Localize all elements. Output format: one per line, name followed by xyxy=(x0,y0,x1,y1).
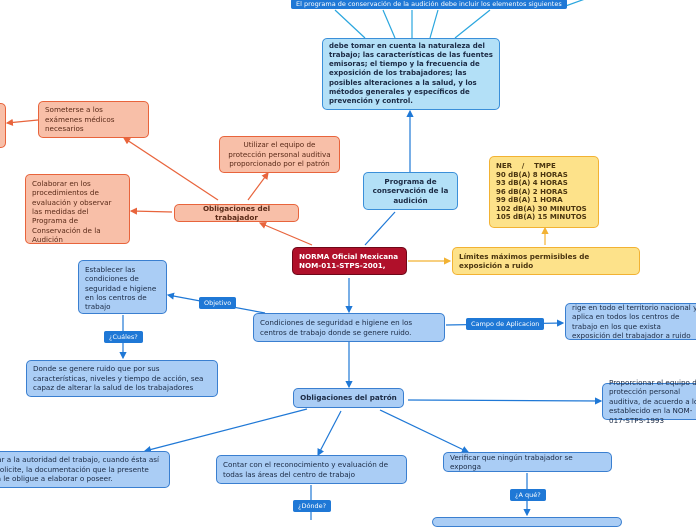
condiciones-node[interactable]: Condiciones de seguridad e higiene en lo… xyxy=(253,313,445,342)
campo-aplicacion-tag[interactable]: Campo de Aplicacion xyxy=(466,318,545,330)
colaborar-node[interactable]: Colaborar en los procedimientos de evalu… xyxy=(25,174,130,244)
offscreen-bottom-node[interactable] xyxy=(432,517,622,527)
limites-node[interactable]: Límites máximos permisibles de exposició… xyxy=(452,247,640,275)
obligaciones-patron-node[interactable]: Obligaciones del patrón xyxy=(293,388,404,408)
cuales-tag[interactable]: ¿Cuáles? xyxy=(104,331,143,343)
rige-node[interactable]: rige en todo el territorio nacional y ap… xyxy=(565,303,696,340)
contar-node[interactable]: Contar con el reconocimiento y evaluació… xyxy=(216,455,407,484)
ner-table-node[interactable]: NER / TMPE 90 dB(A) 8 HORAS 93 dB(A) 4 H… xyxy=(489,156,599,228)
donde-tag[interactable]: ¿Dónde? xyxy=(293,500,332,512)
determina-node[interactable]: debe tomar en cuenta la naturaleza del t… xyxy=(322,38,500,110)
verificar-node[interactable]: Verificar que ningún trabajador se expon… xyxy=(443,452,612,472)
proporcionar-node[interactable]: Proporcionar el equipo de protección per… xyxy=(602,378,696,425)
obligaciones-trabajador-node[interactable]: Obligaciones del trabajador xyxy=(174,204,299,222)
a-que-tag[interactable]: ¿A qué? xyxy=(510,489,546,501)
elements-label[interactable]: El programa de conservación de la audici… xyxy=(291,0,567,9)
mostrar-node[interactable]: Mostrar a la autoridad del trabajo, cuan… xyxy=(0,451,170,488)
utilizar-node[interactable]: Utilizar el equipo de protección persona… xyxy=(219,136,340,173)
donde-node[interactable]: Donde se genere ruido que por sus caract… xyxy=(26,360,218,397)
objetivo-tag[interactable]: Objetivo xyxy=(199,297,237,309)
central-topic[interactable]: NORMA Oficial Mexicana NOM-011-STPS-2001… xyxy=(292,247,407,275)
establecer-node[interactable]: Establecer las condiciones de seguridad … xyxy=(78,260,167,314)
someterse-node[interactable]: Someterse a los exámenes médicos necesar… xyxy=(38,101,149,138)
programa-node[interactable]: Programa de conservación de la audición xyxy=(363,172,458,210)
offscreen-orange-node[interactable] xyxy=(0,103,6,148)
